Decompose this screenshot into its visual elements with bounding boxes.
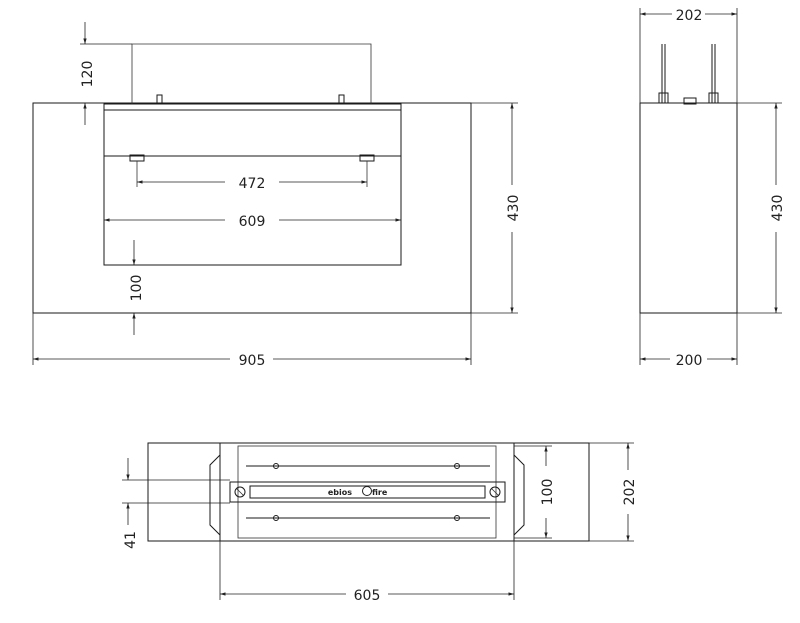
- side-view: 202 430 200: [639, 8, 786, 369]
- handle-right: [338, 94, 345, 105]
- dim-top-inner-height: 100: [540, 479, 556, 506]
- dim-total-height: 430: [506, 195, 522, 222]
- side-body: [639, 102, 738, 314]
- dim-inner-width: 472: [239, 176, 266, 192]
- dim-top-depth: 202: [622, 479, 638, 506]
- dim-top-width: 605: [354, 588, 381, 604]
- dim-total-width: 905: [239, 353, 266, 369]
- top-insert: [219, 442, 515, 542]
- burner-bar: [229, 481, 506, 503]
- dim-side-bottom-width: 200: [676, 353, 703, 369]
- screw-left-icon: [234, 486, 246, 498]
- glass-panel: [131, 43, 372, 104]
- handle-left: [156, 94, 163, 105]
- dim-bottom-margin: 100: [129, 275, 145, 302]
- dim-side-top-width: 202: [676, 8, 703, 24]
- screw-right-icon: [489, 486, 501, 498]
- dim-opening-width: 609: [239, 214, 266, 230]
- dim-top-height: 120: [80, 61, 96, 88]
- front-body: [32, 102, 472, 314]
- brand-logo: ebios: [328, 488, 352, 497]
- side-knob: [683, 97, 697, 105]
- front-view: 120 472 609 100 905 430: [32, 22, 522, 369]
- top-view: ebios fire 41 100 202 605: [122, 442, 638, 604]
- dim-side-height: 430: [770, 195, 786, 222]
- front-opening: [103, 109, 402, 266]
- dim-top-left: 41: [123, 531, 139, 549]
- brand-logo-suffix: fire: [372, 488, 388, 497]
- logo-flame-icon: [362, 486, 372, 496]
- burner-insert: [103, 103, 402, 157]
